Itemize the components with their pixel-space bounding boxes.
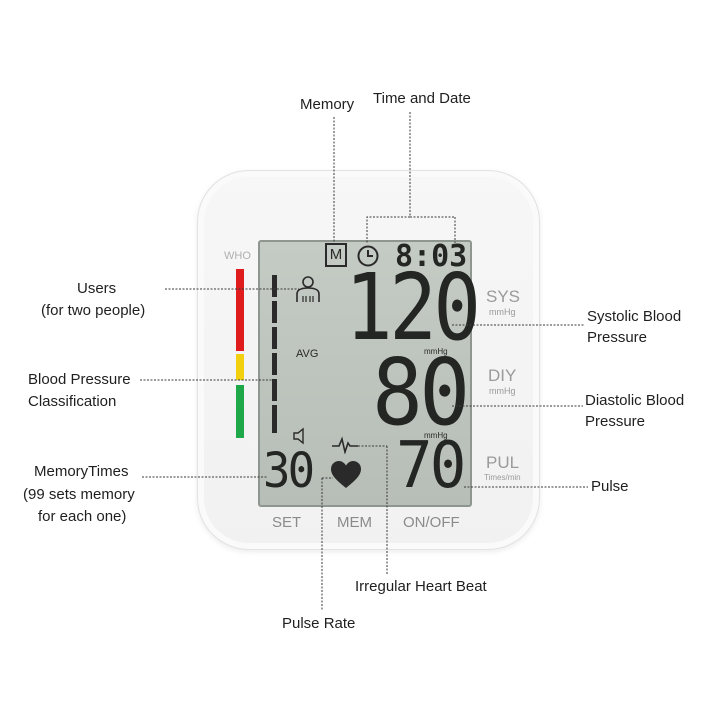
diastolic-lcd-unit: mmHg [424, 431, 448, 440]
mem-button[interactable]: MEM [337, 514, 372, 531]
classification-red [236, 269, 244, 351]
on-off-button[interactable]: ON/OFF [403, 514, 460, 531]
label-irregular-heart-beat: Irregular Heart Beat [355, 578, 487, 595]
memory-box: M [325, 243, 347, 267]
label-memory: Memory [300, 96, 355, 113]
clock-icon [356, 244, 380, 273]
lcd-class-bar-2 [272, 301, 277, 323]
user-icon [294, 274, 322, 309]
label-systolic-2: Pressure [587, 329, 648, 346]
classification-green [236, 385, 244, 438]
lcd-class-bar-6 [272, 405, 277, 433]
diastolic-value: 80 [372, 339, 470, 446]
speaker-icon [292, 427, 308, 450]
lcd-class-bar-1 [272, 275, 277, 297]
label-memory-times-3: for each one) [38, 508, 127, 525]
lcd-screen [258, 240, 472, 507]
heart-icon [330, 460, 362, 495]
label-pulse: Pulse [591, 478, 629, 495]
label-bp-class-2: Classification [28, 393, 117, 410]
avg-label: AVG [296, 348, 319, 360]
lcd-class-bar-5 [272, 379, 277, 401]
label-users-2: (for two people) [41, 302, 146, 319]
classification-yellow [236, 354, 244, 380]
label-diastolic-2: Pressure [585, 413, 646, 430]
label-bp-class-1: Blood Pressure [28, 371, 131, 388]
heartbeat-icon [332, 436, 358, 459]
label-memory-times-2: (99 sets memory [23, 486, 135, 503]
systolic-value: 120 [345, 254, 481, 361]
dia-label: DIY [488, 366, 517, 385]
label-time-date: Time and Date [373, 90, 471, 107]
pul-unit: Times/min [484, 473, 521, 482]
time-display: 8:03 [395, 239, 468, 274]
label-systolic-1: Systolic Blood [587, 308, 682, 325]
systolic-lcd-unit: mmHg [424, 347, 448, 356]
label-users-1: Users [77, 280, 117, 297]
lcd-class-bar-4 [272, 353, 277, 375]
pul-label: PUL [486, 453, 520, 472]
lcd-class-bar-3 [272, 327, 277, 349]
label-memory-times-1: MemoryTimes [34, 463, 129, 480]
dia-unit: mmHg [489, 386, 516, 396]
memory-box-letter: M [329, 246, 343, 263]
memory-times-value: 30 [263, 443, 315, 499]
label-pulse-rate: Pulse Rate [282, 615, 356, 632]
label-diastolic-1: Diastolic Blood [585, 392, 685, 409]
set-button[interactable]: SET [272, 514, 302, 531]
sys-label: SYS [486, 287, 521, 306]
who-label: WHO [224, 250, 251, 262]
pulse-value: 70 [396, 429, 466, 503]
sys-unit: mmHg [489, 307, 516, 317]
